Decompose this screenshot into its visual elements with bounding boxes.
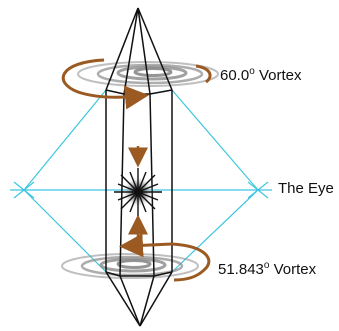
- cyan-line-right-upper: [171, 89, 259, 191]
- top-vortex-word: Vortex: [258, 67, 302, 84]
- top-degree-symbol: o: [249, 66, 255, 77]
- top-vortex-angle: 60.0: [220, 67, 250, 84]
- cyan-cross-left-b: [13, 181, 35, 199]
- top-rotation-arrow: [61, 58, 212, 110]
- bottom-vortex-word: Vortex: [273, 261, 317, 278]
- bottom-degree-symbol: o: [263, 260, 270, 271]
- top-vortex-label: 60.0o Vortex: [220, 66, 302, 84]
- eye-starburst: [114, 168, 162, 216]
- bottom-rotation-arrow: [119, 233, 211, 282]
- bottom-vortex-label: 51.843o Vortex: [218, 260, 317, 278]
- cyan-line-left-upper: [23, 89, 107, 191]
- cyan-line-left-lower: [23, 189, 107, 273]
- bottom-vortex-angle: 51.843: [218, 261, 264, 278]
- cyan-cross-right-b: [247, 181, 269, 199]
- eye-label: The Eye: [278, 180, 334, 197]
